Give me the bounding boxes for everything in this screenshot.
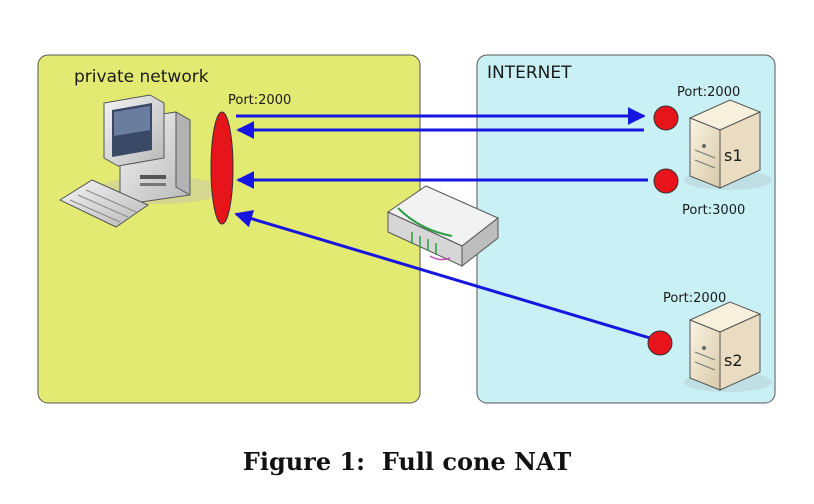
s2-port2000-label: Port:2000 [663,291,726,306]
server-s2-label: s2 [724,351,743,370]
s1-port2000-dot [653,105,679,131]
internet-label: INTERNET [487,63,572,83]
s2-port2000-dot [647,330,673,356]
figure-caption: Figure 1: Full cone NAT [243,447,572,476]
computer-icon [58,94,222,228]
s1-port3000-label: Port:3000 [682,203,745,218]
s1-port2000-label: Port:2000 [677,85,740,100]
private-network-label: private network [74,67,209,87]
server-s2-icon [684,301,772,392]
arrow-from-s2 [234,210,651,340]
nat-router-icon [386,185,499,268]
nat-port-ellipse [210,111,234,225]
server-s1-label: s1 [724,146,743,165]
nat-port-label: Port:2000 [228,93,291,108]
server-s1-icon [684,99,772,190]
s1-port3000-dot [653,168,679,194]
